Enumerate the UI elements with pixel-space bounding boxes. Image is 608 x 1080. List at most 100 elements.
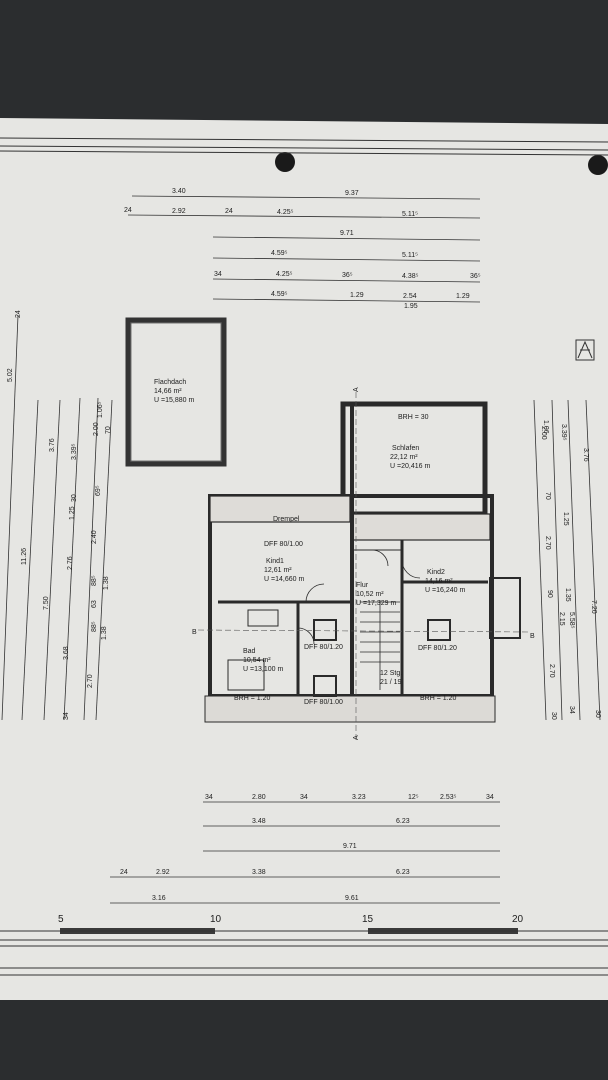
- dim-label: 36⁵: [470, 273, 481, 280]
- dim-label: 7.50: [43, 596, 50, 610]
- room-name: Bad: [243, 648, 256, 655]
- sill-label: BRH = 1.20: [234, 695, 270, 702]
- dim-label: 70: [105, 426, 112, 434]
- dim-label: 3.39⁵: [560, 424, 567, 441]
- room-name: Schlafen: [392, 445, 419, 452]
- dim-label: 3.76: [49, 438, 56, 452]
- section-label: B: [192, 629, 197, 636]
- punch-hole: [275, 152, 295, 172]
- dim-label: 34: [300, 794, 308, 801]
- dim-label: 11.26: [21, 548, 28, 565]
- section-label: A: [353, 735, 360, 740]
- room-name: Kind2: [427, 569, 445, 576]
- dim-label: 4.25⁵: [277, 209, 294, 216]
- window-label: DFF 80/1.00: [264, 541, 303, 548]
- scale-label: 10: [210, 914, 222, 925]
- dim-label: 1.95: [404, 303, 418, 310]
- drempel-label: Drempel: [273, 516, 300, 523]
- dim-label: 1.38: [103, 576, 110, 590]
- scale-bar: 5 10 15 20: [0, 914, 608, 934]
- section-label: A: [353, 387, 360, 392]
- dim-label: 4.38⁵: [402, 273, 419, 280]
- stairs-label: 12 Stg.: [380, 670, 402, 677]
- dim-label: 5.11⁵: [402, 211, 418, 218]
- dim-label: 1.06⁵: [97, 401, 104, 418]
- dim-label: 69⁵: [95, 485, 102, 496]
- stairs-label: 21 / 19: [380, 679, 402, 686]
- dim-label: 2.70: [544, 536, 551, 550]
- left-dimensions: 5.02 24 11.26 7.50 3.76 3.68 34 3.39⁵ 2.…: [7, 310, 112, 720]
- dim-label: 2.53⁵: [440, 794, 457, 801]
- dim-label: 63: [91, 600, 98, 608]
- dim-label: 1.06: [542, 420, 549, 434]
- room-perimeter: U =14,660 m: [264, 576, 304, 583]
- room-perimeter: U =20,416 m: [390, 463, 430, 470]
- dim-label: 90: [546, 590, 553, 598]
- scale-label: 5: [58, 914, 64, 925]
- dim-label: 1.38: [101, 626, 108, 640]
- dim-label: 6.23: [396, 818, 410, 825]
- dim-label: 9.37: [345, 190, 359, 197]
- dim-label: 2.00: [540, 426, 547, 440]
- room-area: 10,52 m²: [356, 591, 384, 598]
- dim-label: 3.38: [252, 869, 266, 876]
- dim-label: 34: [205, 794, 213, 801]
- dim-label: 24: [225, 208, 233, 215]
- bottom-dimensions: 34 2.80 34 3.23 12⁵ 2.53⁵ 34 3.48 6.23 9…: [120, 794, 494, 902]
- dim-label: 3.48: [252, 818, 266, 825]
- room-area: 14,16 m²: [425, 578, 453, 585]
- dim-label: 88⁵: [91, 621, 98, 632]
- room-area: 12,61 m²: [264, 567, 292, 574]
- dim-label: 34: [63, 712, 70, 720]
- window-label: DFF 80/1.20: [418, 645, 457, 652]
- dim-label: 30: [71, 494, 78, 502]
- dim-label: 9.71: [340, 230, 354, 237]
- dim-label: 24: [120, 869, 128, 876]
- dim-label: 2.92: [156, 869, 170, 876]
- scale-label: 20: [512, 914, 524, 925]
- dim-label: 2.70: [548, 664, 555, 678]
- dim-label: 1.35: [564, 588, 571, 602]
- dim-label: 5.58⁵: [568, 612, 575, 629]
- dim-label: 4.25⁵: [276, 271, 293, 278]
- window-label: DFF 80/1.20: [304, 644, 343, 651]
- sill-label: BRH = 1.20: [420, 695, 456, 702]
- dim-label: 5.02: [7, 368, 14, 382]
- dim-label: 70: [544, 492, 551, 500]
- right-dimensions: 1.06 2.00 70 2.70 90 2.70 30 3.39⁵ 1.25 …: [540, 420, 601, 720]
- room-labels: Schlafen 22,12 m² U =20,416 m Kind1 12,6…: [234, 414, 465, 706]
- dim-label: 2.80: [252, 794, 266, 801]
- dim-label: 2.70: [87, 674, 94, 688]
- room-area: 22,12 m²: [390, 454, 418, 461]
- dim-label: 24: [15, 310, 22, 318]
- room-area: 10,54 m²: [243, 657, 271, 664]
- dim-label: 3.76: [582, 448, 589, 462]
- dim-label: 9.61: [345, 895, 359, 902]
- dim-label: 4.59⁵: [271, 291, 288, 298]
- dim-label: 34: [214, 271, 222, 278]
- room-name: Kind1: [266, 558, 284, 565]
- dim-label: 2.40: [91, 530, 98, 544]
- dim-label: 3.40: [172, 188, 186, 195]
- dim-label: 36⁵: [342, 272, 353, 279]
- dim-label: 2.15: [558, 612, 565, 626]
- room-area: 14,66 m²: [154, 388, 182, 395]
- room-perimeter: U =13,100 m: [243, 666, 283, 673]
- dim-label: 5.11⁵: [402, 252, 418, 259]
- room-name: Flur: [356, 582, 369, 589]
- dim-label: 2.00: [93, 422, 100, 436]
- dim-label: 1.25: [69, 506, 76, 520]
- dim-label: 1.29: [350, 292, 364, 299]
- floor-walls: [204, 401, 521, 723]
- dim-label: 1.29: [456, 293, 470, 300]
- room-perimeter: U =17,329 m: [356, 600, 396, 607]
- dim-label: 4.59⁵: [271, 250, 288, 257]
- dim-label: 34: [568, 706, 575, 714]
- dim-label: 6.23: [396, 869, 410, 876]
- dim-label: 3.23: [352, 794, 366, 801]
- room-perimeter: U =15,880 m: [154, 397, 194, 404]
- dim-label: 1.25: [562, 512, 569, 526]
- top-dimensions: 3.40 9.37 24 2.92 24 4.25⁵ 5.11⁵ 9.71 4.…: [124, 188, 481, 310]
- section-markers: A A B B: [192, 387, 535, 740]
- north-arrow-icon: [575, 339, 595, 361]
